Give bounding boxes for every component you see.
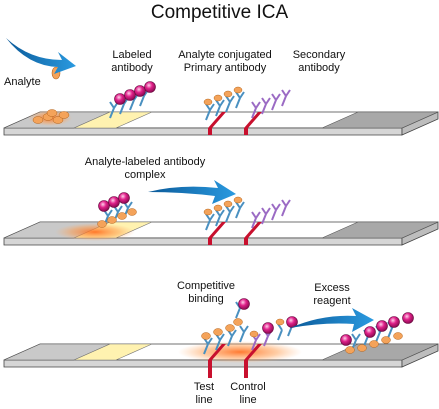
secondary-antibodies-2 [251, 199, 291, 229]
diagram-title: Competitive ICA [150, 2, 289, 23]
test-line-marker [208, 360, 212, 378]
strip-1 [3, 111, 439, 136]
competitive-binding-cluster [201, 298, 298, 355]
analyte-cluster-1 [28, 109, 72, 126]
gold-particles-1 [114, 81, 156, 105]
analyte-antibody-complex-2 [97, 192, 137, 228]
primary-antibodies-2 [203, 196, 245, 231]
secondary-antibody-label: Secondary antibody [292, 49, 346, 74]
control-line-marker [244, 360, 248, 378]
control-line-label: Control line [230, 381, 266, 406]
flow-arrow-2-icon [148, 180, 236, 204]
flow-arrow-3-icon [290, 308, 374, 332]
excess-reagent-label: Excess reagent [313, 282, 351, 307]
conjugate-pad [73, 111, 153, 129]
primary-antibodies-1 [203, 86, 245, 121]
labeled-antibody-label: Labeled antibody [111, 49, 153, 74]
sample-flow-glow-2 [55, 223, 135, 241]
flow-arrow-icon [6, 38, 76, 74]
absorbent-pad [321, 111, 439, 129]
analyte-label: Analyte [4, 76, 41, 88]
test-line-label: Test line [193, 381, 215, 406]
competitive-binding-label: Competitive binding [176, 280, 236, 305]
excess-reagent-cluster [340, 312, 414, 354]
test-line [208, 112, 226, 128]
primary-antibody-label: Analyte conjugated Primary antibody [178, 49, 272, 74]
secondary-antibodies-1 [251, 89, 291, 119]
strip-3 [3, 341, 439, 378]
complex-label: Analyte-labeled antibody complex [84, 156, 206, 181]
control-line [244, 112, 262, 128]
